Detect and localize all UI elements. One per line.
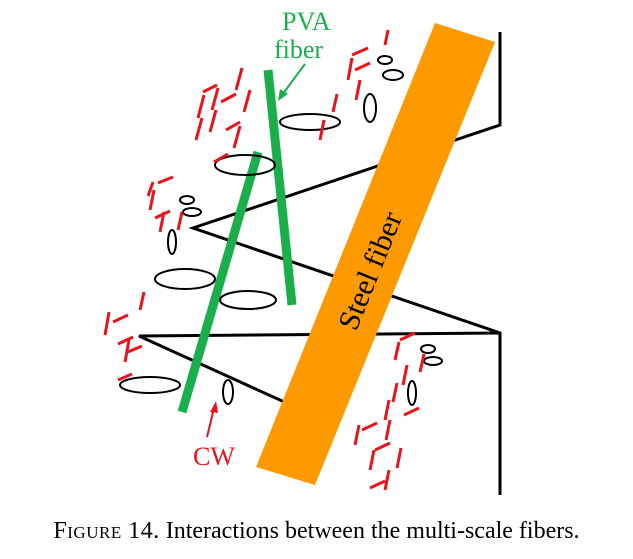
crack-mark [220, 92, 237, 104]
ellipse [179, 195, 195, 205]
crack-mark [208, 109, 218, 133]
pva-arrow-shaft [281, 63, 306, 96]
crack-mark [403, 406, 420, 417]
crack-mark [176, 211, 184, 231]
ellipse [377, 55, 393, 65]
crack-mark [213, 152, 229, 164]
crack-mark [210, 87, 220, 111]
pva-arrowhead-icon [278, 89, 288, 101]
ellipse [167, 229, 177, 255]
crack-mark [369, 479, 386, 490]
crack-mark [384, 419, 392, 441]
crack-mark [393, 341, 401, 361]
ellipse [382, 69, 404, 81]
ellipse [182, 207, 202, 217]
steel-fiber-bar [256, 23, 495, 485]
cw-arrowhead-icon [210, 401, 218, 413]
crack-mark [138, 291, 146, 311]
crack-mark [196, 94, 206, 119]
ellipse [279, 113, 341, 131]
fiber-interaction-diagram: PVA fiber Steel fiber CW [103, 7, 502, 495]
crack-mark [148, 189, 156, 211]
ellipse [154, 268, 216, 290]
crack-mark [157, 175, 174, 185]
ellipses [119, 55, 443, 406]
crack-outline [188, 32, 502, 495]
figure-caption: Figure 14. Interactions between the mult… [0, 518, 633, 545]
crack-mark [123, 339, 131, 363]
crack-mark [395, 447, 403, 469]
caption-text: Interactions between the multi-scale fib… [159, 518, 580, 544]
crack-mark [368, 449, 376, 471]
crack-mark [383, 469, 391, 491]
ellipse [363, 93, 377, 123]
crack-mark [103, 311, 111, 336]
crack-mark [383, 399, 391, 421]
crack-lower-branch [138, 331, 501, 422]
crack-mark [418, 353, 426, 373]
crack-mark [353, 424, 361, 446]
crack-mark [399, 331, 416, 342]
crack-mark [351, 46, 369, 57]
pva-label-line1: PVA [282, 7, 331, 36]
caption-prefix: Figure 14. [53, 518, 160, 544]
ellipse [119, 376, 181, 394]
crack-mark [374, 441, 391, 452]
crack-marks [103, 29, 426, 491]
crack-mark [346, 57, 354, 81]
crack-mark [354, 61, 371, 72]
ellipse [214, 154, 276, 176]
crack-mark [117, 335, 134, 346]
crack-mark [361, 421, 378, 432]
ellipse [219, 290, 277, 310]
ellipse [420, 344, 436, 354]
crack-mark [242, 89, 252, 113]
crack-mark [202, 83, 218, 94]
cw-arrow-shaft [206, 407, 215, 438]
crack-mark [194, 117, 204, 141]
pva-label-line2: fiber [274, 35, 323, 64]
pva-fiber-2 [177, 150, 263, 414]
crack-mark [232, 125, 242, 149]
crack-mark [318, 119, 326, 141]
crack-mark [112, 313, 129, 324]
cw-label: CW [193, 442, 235, 471]
crack-mark [401, 364, 409, 386]
crack-mark [225, 120, 241, 132]
crack-mark [146, 181, 155, 197]
crack-mark [127, 344, 143, 354]
crack-mark [354, 79, 362, 101]
crack-mark [383, 29, 390, 46]
pva-fiber-1 [263, 69, 297, 306]
crack-mark [158, 211, 166, 233]
crack-mark [331, 93, 339, 113]
ellipse [407, 380, 417, 406]
ellipse [423, 356, 443, 366]
ellipse [222, 379, 234, 405]
crack-mark [117, 372, 133, 382]
crack-mark [234, 67, 244, 91]
crack-mark [391, 382, 399, 403]
